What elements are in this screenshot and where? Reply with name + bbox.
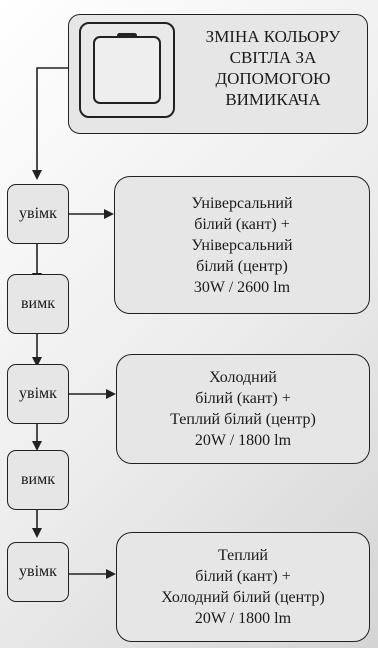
- mode-2-description: Холодний білий (кант) + Теплий білий (це…: [116, 354, 370, 464]
- state-off-2: вимк: [7, 450, 69, 510]
- state-off-1: вимк: [7, 274, 69, 334]
- state-on-1: увімк: [7, 184, 69, 244]
- state-on-3: увімк: [7, 542, 69, 602]
- state-on-2: увімк: [7, 364, 69, 424]
- switch-indicator: [117, 33, 137, 38]
- arrow-header-to-state1: [32, 67, 68, 180]
- mode-3-description: Теплий білий (кант) + Холодний білий (це…: [116, 532, 370, 642]
- mode-1-description: Універсальний білий (кант) + Універсальн…: [114, 176, 370, 314]
- header-title: ЗМІНА КОЛЬОРУ СВІТЛА ЗА ДОПОМОГОЮ ВИМИКА…: [205, 27, 341, 109]
- switch-rocker: [93, 36, 161, 104]
